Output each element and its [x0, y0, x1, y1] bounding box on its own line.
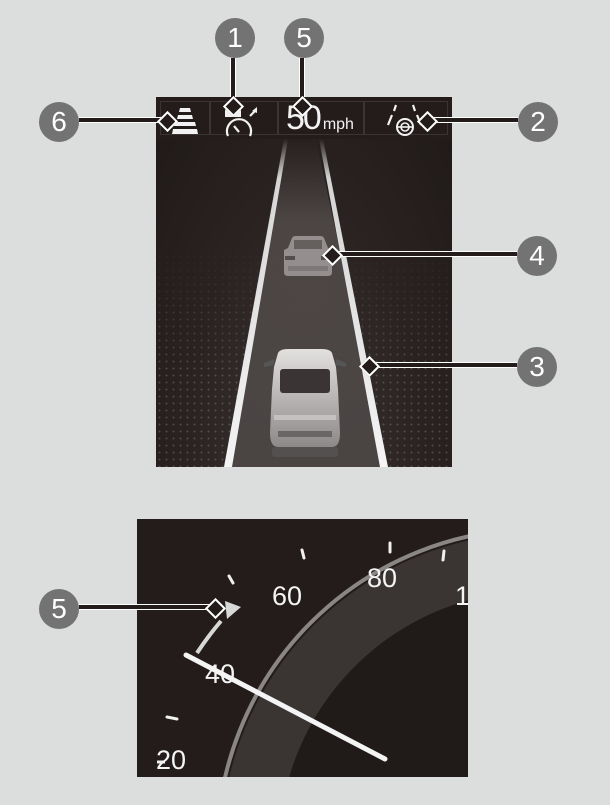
- callout-leader-3: [372, 362, 517, 368]
- set-speed-marker-icon: [225, 601, 241, 619]
- callout-leader-5-top: [299, 58, 305, 97]
- acc-cell: [210, 101, 278, 135]
- callout-leader-1: [230, 58, 236, 97]
- callout-leader-5-bottom: [79, 604, 215, 610]
- lane-graphic: [224, 139, 388, 467]
- traffic-jam-assist-icon: [172, 108, 198, 134]
- callout-leader-4: [336, 251, 517, 257]
- speed-label-100-partial: 1: [455, 581, 468, 611]
- left-lane-line: [224, 139, 288, 467]
- set-speed-unit: mph: [322, 116, 354, 133]
- callout-badge-1: 1: [215, 18, 255, 58]
- own-vehicle-icon: [264, 349, 346, 457]
- road-view: [156, 139, 452, 467]
- callout-badge-2: 2: [518, 102, 558, 142]
- speedometer-gauge: 20 40 60 80 1: [137, 519, 468, 777]
- speed-label-40: 40: [205, 659, 236, 689]
- callout-badge-5-top: 5: [284, 18, 324, 58]
- speedometer-needle: [183, 652, 388, 762]
- callout-badge-4: 4: [517, 236, 557, 276]
- callout-leader-6: [79, 117, 164, 123]
- speed-label-60: 60: [272, 581, 303, 611]
- callout-badge-6: 6: [39, 102, 79, 142]
- speed-label-80: 80: [367, 563, 398, 593]
- callout-leader-2: [432, 117, 518, 123]
- right-lane-line: [319, 139, 388, 467]
- speedometer-dial: [157, 534, 468, 777]
- speed-label-20: 20: [156, 745, 187, 775]
- speed-cell: [278, 101, 364, 135]
- callout-badge-5-bottom: 5: [39, 589, 79, 629]
- callout-badge-3: 3: [517, 347, 557, 387]
